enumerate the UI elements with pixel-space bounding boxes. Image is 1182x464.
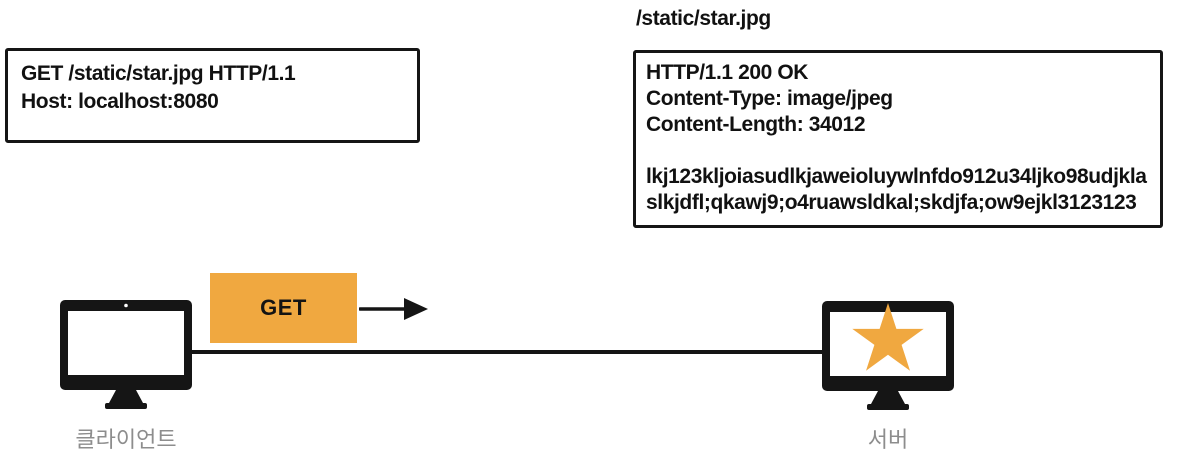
server-label: 서버 [867,427,909,452]
request-line: GET /static/star.jpg HTTP/1.1 [21,62,296,85]
response-content-length: Content-Length: 34012 [646,113,866,136]
response-path-title: /static/star.jpg [636,7,771,30]
http-request-box: GET /static/star.jpg HTTP/1.1 Host: loca… [5,48,420,143]
client-monitor-icon [60,299,192,409]
response-content-type: Content-Type: image/jpeg [646,87,893,110]
camera-dot-icon [124,303,128,308]
response-status-line: HTTP/1.1 200 OK [646,61,809,84]
star-icon [852,303,924,371]
response-body-line: slkjdfl;qkawj9;o4ruawsldkal;skdjfa;ow9ej… [646,191,1137,214]
connection-line [186,350,830,354]
response-body-line: lkj123kljoiasudlkjaweioluywlnfdo912u34lj… [646,165,1147,188]
server-monitor-icon [822,300,954,410]
get-method-label: GET [260,295,307,320]
request-host-line: Host: localhost:8080 [21,90,219,113]
arrow-right-icon [358,297,429,321]
http-response-box: HTTP/1.1 200 OK Content-Type: image/jpeg… [633,50,1163,228]
get-method-box: GET [210,273,357,343]
response-blank-line [646,138,1160,164]
client-label: 클라이언트 [75,427,177,452]
